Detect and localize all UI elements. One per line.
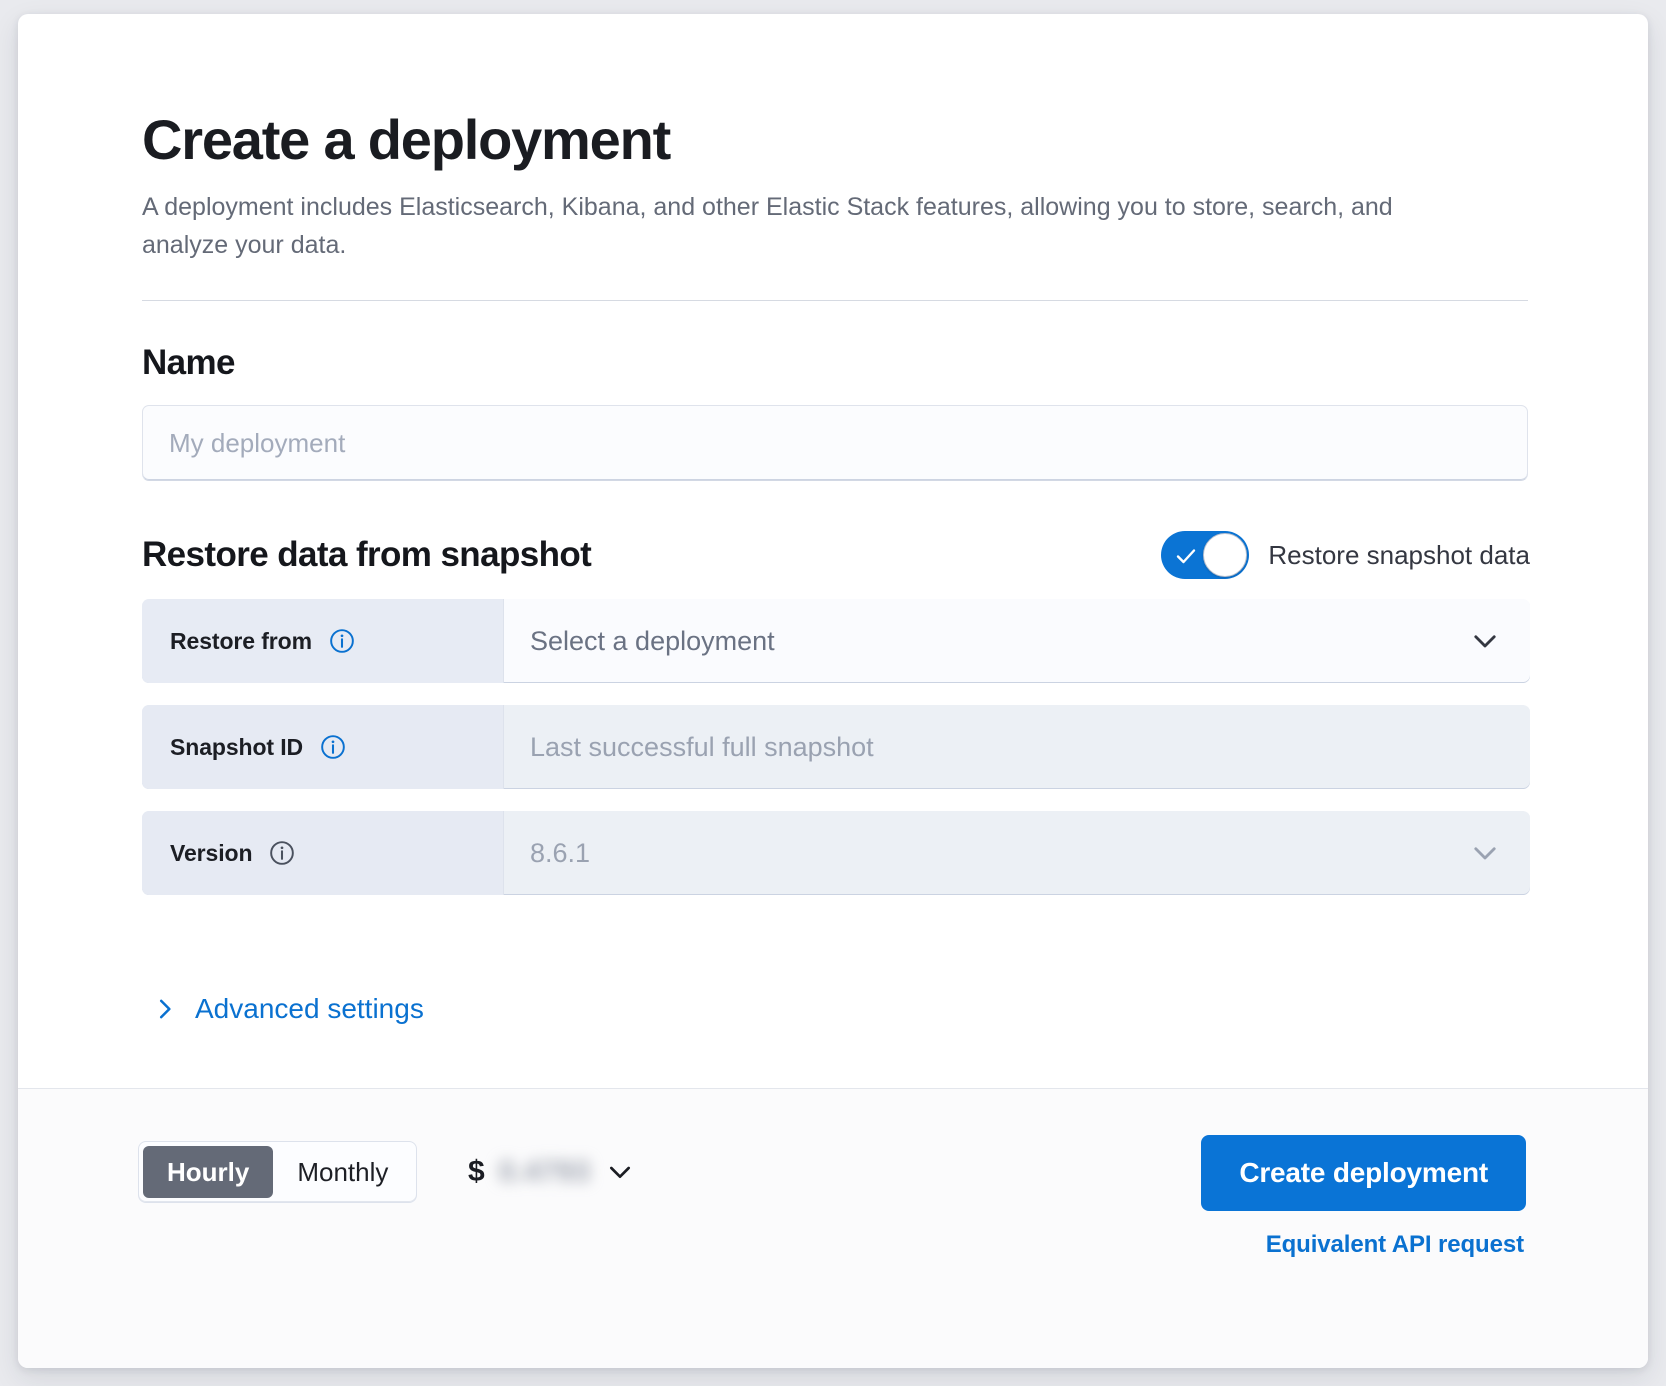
deployment-name-placeholder: My deployment bbox=[169, 427, 346, 458]
row-snapshot-id: Snapshot ID Last successful full snapsho… bbox=[142, 705, 1530, 790]
deployment-name-input[interactable]: My deployment bbox=[142, 405, 1528, 482]
restore-snapshot-toggle-group[interactable]: Restore snapshot data bbox=[1161, 531, 1530, 580]
row-snapshot-id-label: Snapshot ID bbox=[170, 733, 304, 760]
price-amount: 0.4793 bbox=[498, 1155, 591, 1188]
card-body: Create a deployment A deployment include… bbox=[18, 14, 1648, 1088]
currency-symbol: $ bbox=[468, 1155, 485, 1188]
create-deployment-card: Create a deployment A deployment include… bbox=[18, 14, 1648, 1368]
row-version-label: Version bbox=[170, 839, 253, 866]
billing-option-monthly[interactable]: Monthly bbox=[297, 1156, 389, 1187]
row-restore-from-prepend: Restore from bbox=[142, 599, 504, 684]
restore-snapshot-switch[interactable] bbox=[1161, 531, 1250, 580]
row-restore-from-label: Restore from bbox=[170, 627, 312, 654]
name-section-heading: Name bbox=[142, 343, 236, 383]
restore-section-header: Restore data from snapshot Restore snaps… bbox=[142, 531, 1530, 580]
equivalent-api-request-link[interactable]: Equivalent API request bbox=[1265, 1231, 1524, 1258]
row-snapshot-id-value: Last successful full snapshot bbox=[530, 731, 874, 762]
billing-period-toggle[interactable]: Hourly Monthly bbox=[138, 1141, 418, 1203]
restore-section-heading: Restore data from snapshot bbox=[142, 535, 592, 575]
footer-bar: Hourly Monthly $ 0.4793 Create deploymen… bbox=[18, 1088, 1648, 1368]
create-deployment-button[interactable]: Create deployment bbox=[1201, 1135, 1526, 1211]
switch-knob bbox=[1203, 533, 1248, 578]
chevron-right-icon bbox=[159, 1000, 171, 1019]
chevron-down-icon[interactable] bbox=[604, 1156, 636, 1188]
page-description: A deployment includes Elasticsearch, Kib… bbox=[142, 193, 1393, 260]
billing-option-hourly[interactable]: Hourly bbox=[143, 1146, 274, 1198]
info-circle-icon[interactable] bbox=[320, 734, 346, 760]
row-version-field: 8.6.1 bbox=[504, 811, 1530, 895]
restore-snapshot-toggle-label: Restore snapshot data bbox=[1268, 539, 1530, 570]
info-circle-icon[interactable] bbox=[329, 628, 355, 654]
chevron-down-icon bbox=[1474, 847, 1496, 860]
info-circle-icon[interactable] bbox=[269, 840, 295, 866]
row-restore-from-field[interactable]: Select a deployment bbox=[504, 599, 1530, 683]
row-version-prepend: Version bbox=[142, 811, 504, 896]
header-divider bbox=[142, 300, 1528, 302]
row-snapshot-id-field: Last successful full snapshot bbox=[504, 705, 1530, 789]
advanced-settings-link[interactable]: Advanced settings bbox=[152, 993, 424, 1025]
row-restore-from[interactable]: Restore from Select a deployment bbox=[142, 599, 1530, 684]
chevron-down-icon[interactable] bbox=[1468, 624, 1502, 658]
price-display[interactable]: $ 0.4793 bbox=[468, 1141, 636, 1203]
page-title: Create a deployment bbox=[142, 108, 671, 171]
row-version: Version 8.6.1 bbox=[142, 811, 1530, 896]
advanced-settings-label: Advanced settings bbox=[195, 993, 424, 1025]
row-snapshot-id-prepend: Snapshot ID bbox=[142, 705, 504, 790]
check-icon bbox=[1177, 549, 1196, 564]
row-version-value: 8.6.1 bbox=[530, 837, 591, 868]
row-restore-from-value: Select a deployment bbox=[530, 625, 775, 656]
